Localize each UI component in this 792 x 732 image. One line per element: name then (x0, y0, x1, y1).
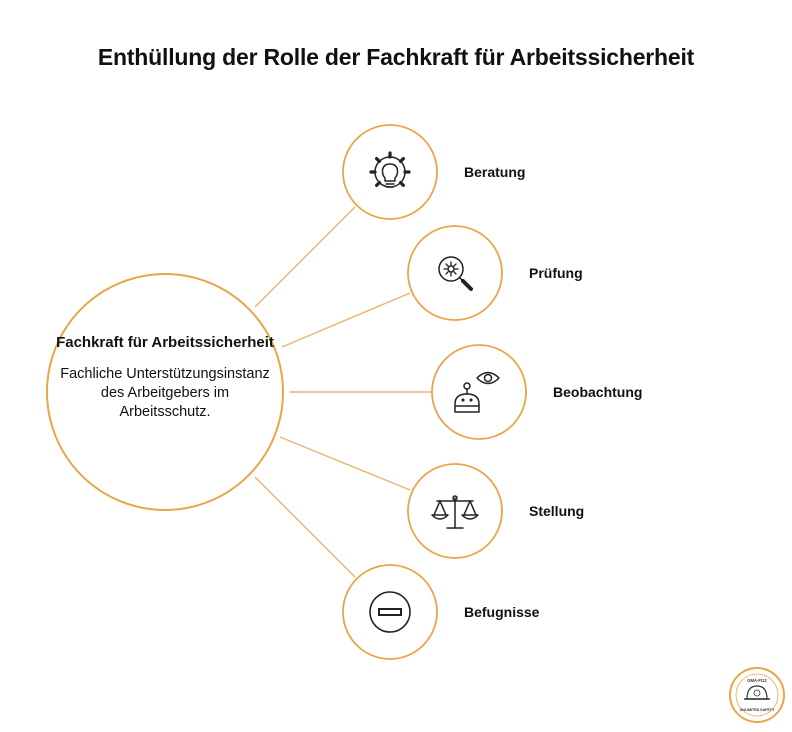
center-circle (46, 273, 284, 511)
connector-beratung (254, 206, 356, 308)
minus-circle-icon (369, 591, 411, 633)
magnifier-gear-icon (438, 256, 473, 291)
node-label-beobachtung: Beobachtung (553, 384, 643, 400)
connector-befugnisse (254, 476, 356, 578)
company-logo: GMA-FI12 UNLIMITED SAFETY (729, 667, 785, 723)
connector-pruefung (281, 292, 411, 348)
center-description: Fachliche Unterstützungsinstanz des Arbe… (60, 366, 270, 420)
lightbulb-gear-icon (369, 151, 411, 188)
page-title: Enthüllung der Rolle der Fachkraft für A… (97, 44, 695, 70)
logo-text-top: GMA-FI12 (747, 678, 767, 683)
node-label-befugnisse: Befugnisse (464, 604, 540, 620)
connector-stellung (279, 436, 411, 491)
node-circle-beratung (342, 124, 438, 220)
node-circle-beobachtung (431, 344, 527, 440)
node-label-stellung: Stellung (529, 503, 585, 519)
observer-eye-icon (454, 371, 500, 413)
node-label-beratung: Beratung (464, 164, 526, 180)
node-label-pruefung: Prüfung (529, 265, 583, 281)
center-title: Fachkraft für Arbeitssicherheit (56, 334, 274, 351)
center-node: Fachkraft für Arbeitssicherheit Fachlich… (55, 333, 275, 422)
balance-scale-icon (431, 495, 479, 529)
logo-text-bottom: UNLIMITED SAFETY (740, 708, 775, 712)
connector-lines (254, 206, 432, 578)
